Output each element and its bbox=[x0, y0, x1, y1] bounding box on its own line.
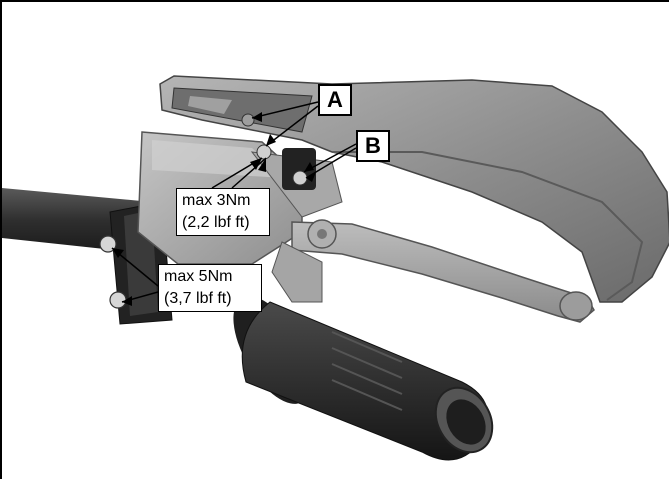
torque-lower-value: max 5Nm bbox=[164, 268, 233, 285]
handguard bbox=[159, 75, 669, 303]
handgrip bbox=[233, 296, 494, 461]
brake-lever bbox=[271, 219, 595, 323]
clamp-bolts bbox=[99, 235, 127, 309]
torque-lower-imperial: (3,7 lbf ft) bbox=[164, 290, 232, 307]
torque-upper-value: max 3Nm bbox=[182, 192, 251, 209]
callout-a-label: A bbox=[327, 87, 343, 112]
torque-upper-imperial: (2,2 lbf ft) bbox=[182, 214, 250, 231]
callout-b: B bbox=[356, 130, 390, 162]
mirror-mount bbox=[256, 144, 316, 190]
torque-label-upper: max 3Nm (2,2 lbf ft) bbox=[176, 188, 270, 236]
callout-a: A bbox=[318, 84, 352, 116]
torque-label-lower: max 5Nm (3,7 lbf ft) bbox=[158, 264, 262, 312]
arrowheads bbox=[112, 112, 316, 306]
callout-b-label: B bbox=[365, 133, 381, 158]
